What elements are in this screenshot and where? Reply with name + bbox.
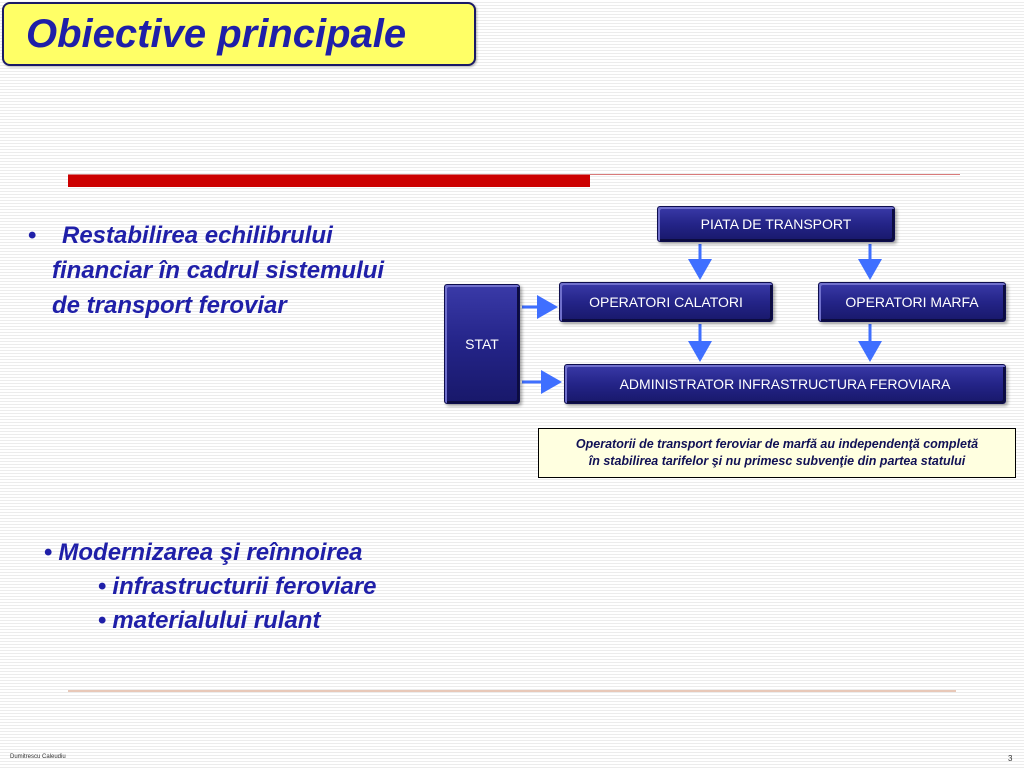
bottom-divider (68, 690, 956, 692)
bullet-line: financiar în cadrul sistemului (52, 257, 385, 284)
divider-thin (68, 174, 960, 175)
bullet-symbol: • (44, 539, 53, 566)
sub-bullet-row: •materialului rulant (44, 604, 377, 638)
bullet-symbol: • (98, 573, 107, 600)
sub-bullet-row: •infrastructurii feroviare (44, 570, 377, 604)
box-piata-de-transport: PIATA DE TRANSPORT (657, 206, 895, 242)
sub-bullet-text: materialului rulant (112, 607, 321, 634)
sub-bullet-text: infrastructurii feroviare (112, 573, 377, 600)
page-number: 3 (1008, 754, 1013, 763)
note-line: Operatorii de transport feroviar de marf… (575, 437, 979, 451)
bullet-modernizarea: •Modernizarea şi reînnoirea •infrastruct… (44, 536, 377, 638)
title-box: Obiective principale (2, 2, 476, 66)
bullet-symbol: • (28, 222, 37, 249)
bullet-line: de transport feroviar (52, 292, 287, 319)
slide-title: Obiective principale (26, 12, 407, 56)
bullet-line: Restabilirea echilibrului (62, 222, 333, 249)
note-box: Operatorii de transport feroviar de marf… (538, 428, 1016, 478)
bullet-main-row: •Modernizarea şi reînnoirea (44, 536, 377, 570)
divider-accent-bar (68, 175, 590, 187)
box-stat: STAT (444, 284, 520, 404)
footer-author: Dumitrescu Caleudiu (10, 754, 66, 760)
box-operatori-marfa: OPERATORI MARFA (818, 282, 1006, 322)
bullet-symbol: • (98, 607, 107, 634)
bullet-restabilirea: • Restabilirea echilibrului financiar în… (28, 218, 384, 323)
box-operatori-calatori: OPERATORI CALATORI (559, 282, 773, 322)
bullet-main-text: Modernizarea şi reînnoirea (58, 539, 363, 566)
note-line: în stabilirea tarifelor şi nu primesc su… (588, 454, 966, 468)
box-administrator-infrastructura: ADMINISTRATOR INFRASTRUCTURA FEROVIARA (564, 364, 1006, 404)
